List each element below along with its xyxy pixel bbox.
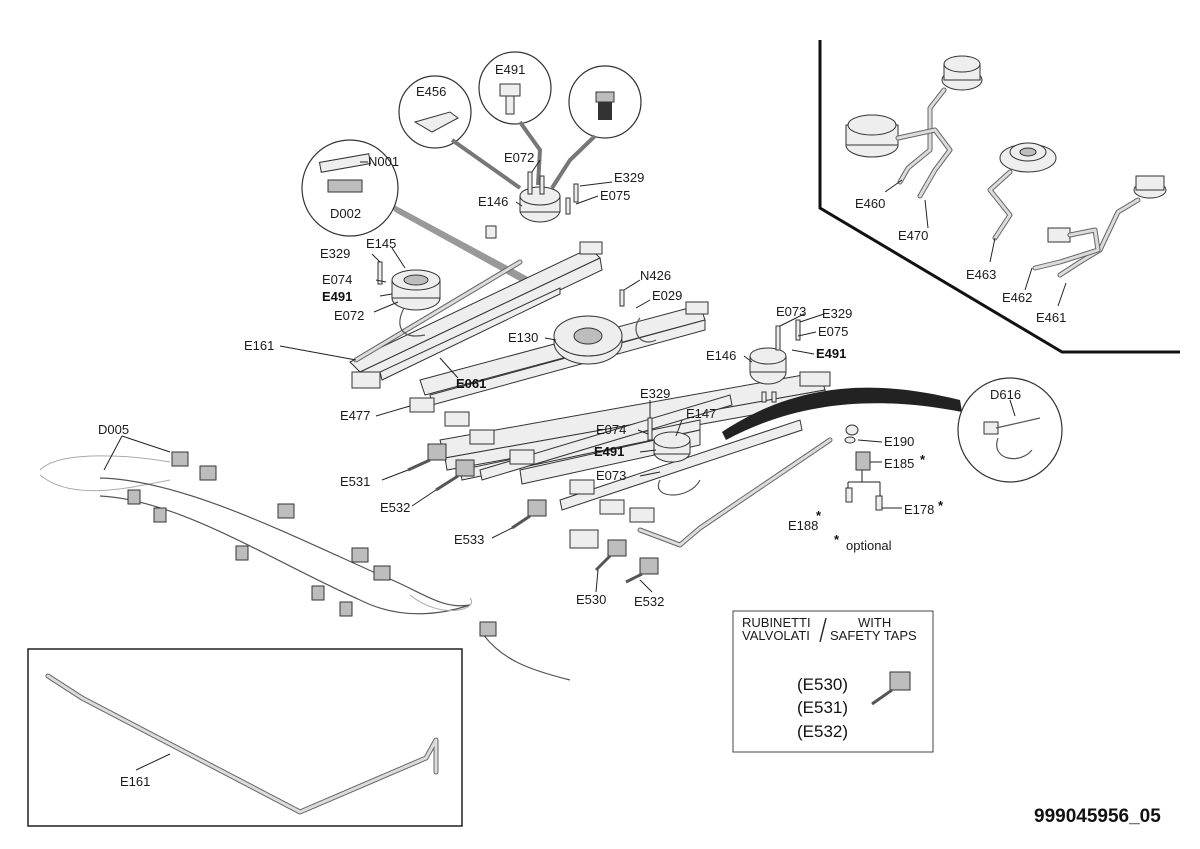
label-e075-top: E075	[600, 188, 630, 203]
label-e190: E190	[884, 434, 914, 449]
label-e130: E130	[508, 330, 538, 345]
inset-top-right: E460 E470 E463 E462 E461	[818, 40, 1180, 354]
label-e532-left: E532	[380, 500, 410, 515]
label-e477: E477	[340, 408, 370, 423]
label-d616: D616	[990, 387, 1021, 402]
burner-frame	[349, 241, 831, 523]
inset-burner-2	[845, 114, 953, 199]
inset-burner-3	[987, 142, 1057, 241]
label-e146-top: E146	[478, 194, 508, 209]
gas-taps	[407, 443, 659, 584]
label-e073-mid: E073	[596, 468, 626, 483]
legend-item-1: (E531)	[797, 698, 848, 717]
label-d002: D002	[330, 206, 361, 221]
label-e461: E461	[1036, 310, 1066, 325]
label-d005: D005	[98, 422, 129, 437]
label-e470: E470	[898, 228, 928, 243]
label-e073-right: E073	[776, 304, 806, 319]
label-e161-main: E161	[244, 338, 274, 353]
inset-border-line	[818, 40, 1180, 354]
inset-pipe-e161: E161	[27, 648, 463, 827]
burner-e146-right	[749, 319, 801, 403]
label-e329-left: E329	[320, 246, 350, 261]
wiring-harness-d005	[39, 451, 571, 681]
gas-pipe-main	[353, 259, 833, 548]
label-e074-left: E074	[322, 272, 352, 287]
legend-en-line1: WITH	[858, 615, 891, 630]
label-n426: N426	[640, 268, 671, 283]
zoom-e491: E491	[478, 51, 552, 186]
label-e029: E029	[652, 288, 682, 303]
label-e329-right: E329	[822, 306, 852, 321]
label-n001: N001	[368, 154, 399, 169]
burner-e146-top	[485, 171, 579, 239]
legend-item-2: (E532)	[797, 722, 848, 741]
document-id: 999045956_05	[1034, 806, 1161, 827]
legend-en-line2: SAFETY TAPS	[830, 628, 917, 643]
inset-valve	[1032, 227, 1101, 271]
label-e462: E462	[1002, 290, 1032, 305]
legend-it-line1: RUBINETTI	[742, 615, 811, 630]
label-e161-inset: E161	[120, 774, 150, 789]
label-e491-left: E491	[322, 289, 352, 304]
asterisk-e185: *	[920, 452, 926, 467]
safety-taps-legend: RUBINETTI VALVOLATI WITH SAFETY TAPS (E5…	[732, 610, 934, 753]
zoom-connector: N001 D002	[301, 139, 530, 284]
burner-e145	[377, 261, 441, 337]
zoom-e456: E456	[398, 75, 522, 190]
inset-burner-4	[1057, 175, 1167, 278]
label-e533: E533	[454, 532, 484, 547]
label-e188: E188	[788, 518, 818, 533]
label-e532-right: E532	[634, 594, 664, 609]
label-e329-top: E329	[614, 170, 644, 185]
label-e185: E185	[884, 456, 914, 471]
legend-item-0: (E530)	[797, 675, 848, 694]
asterisk-optional: *	[834, 532, 840, 547]
part-labels: E072 E329 E075 E146 E145 E329 E074 E491 …	[98, 150, 944, 609]
label-e491-zoom: E491	[495, 62, 525, 77]
inset-burner-1	[897, 55, 983, 185]
inset-frame	[27, 648, 463, 827]
label-e061: E061	[456, 376, 486, 391]
label-e463: E463	[966, 267, 996, 282]
asterisk-e188: *	[816, 508, 822, 523]
leader-lines	[103, 159, 902, 593]
label-e075-right: E075	[818, 324, 848, 339]
burner-e147	[647, 417, 701, 496]
note-optional: optional	[846, 538, 892, 553]
label-e074-mid: E074	[596, 422, 626, 437]
legend-it-line2: VALVOLATI	[742, 628, 810, 643]
label-e329-mid: E329	[640, 386, 670, 401]
label-e072-top: E072	[504, 150, 534, 165]
label-e491-right: E491	[816, 346, 846, 361]
label-e147: E147	[686, 406, 716, 421]
label-e178: E178	[904, 502, 934, 517]
burner-e130	[553, 289, 657, 365]
label-e531: E531	[340, 474, 370, 489]
label-e145: E145	[366, 236, 396, 251]
asterisk-e178: *	[938, 498, 944, 513]
label-e491-mid: E491	[594, 444, 624, 459]
label-e456: E456	[416, 84, 446, 99]
zoom-d616: D616	[722, 377, 1063, 483]
label-e530: E530	[576, 592, 606, 607]
fittings	[844, 424, 883, 511]
zoom-plug	[550, 65, 642, 190]
label-e072-left: E072	[334, 308, 364, 323]
label-e146-right: E146	[706, 348, 736, 363]
label-e460: E460	[855, 196, 885, 211]
